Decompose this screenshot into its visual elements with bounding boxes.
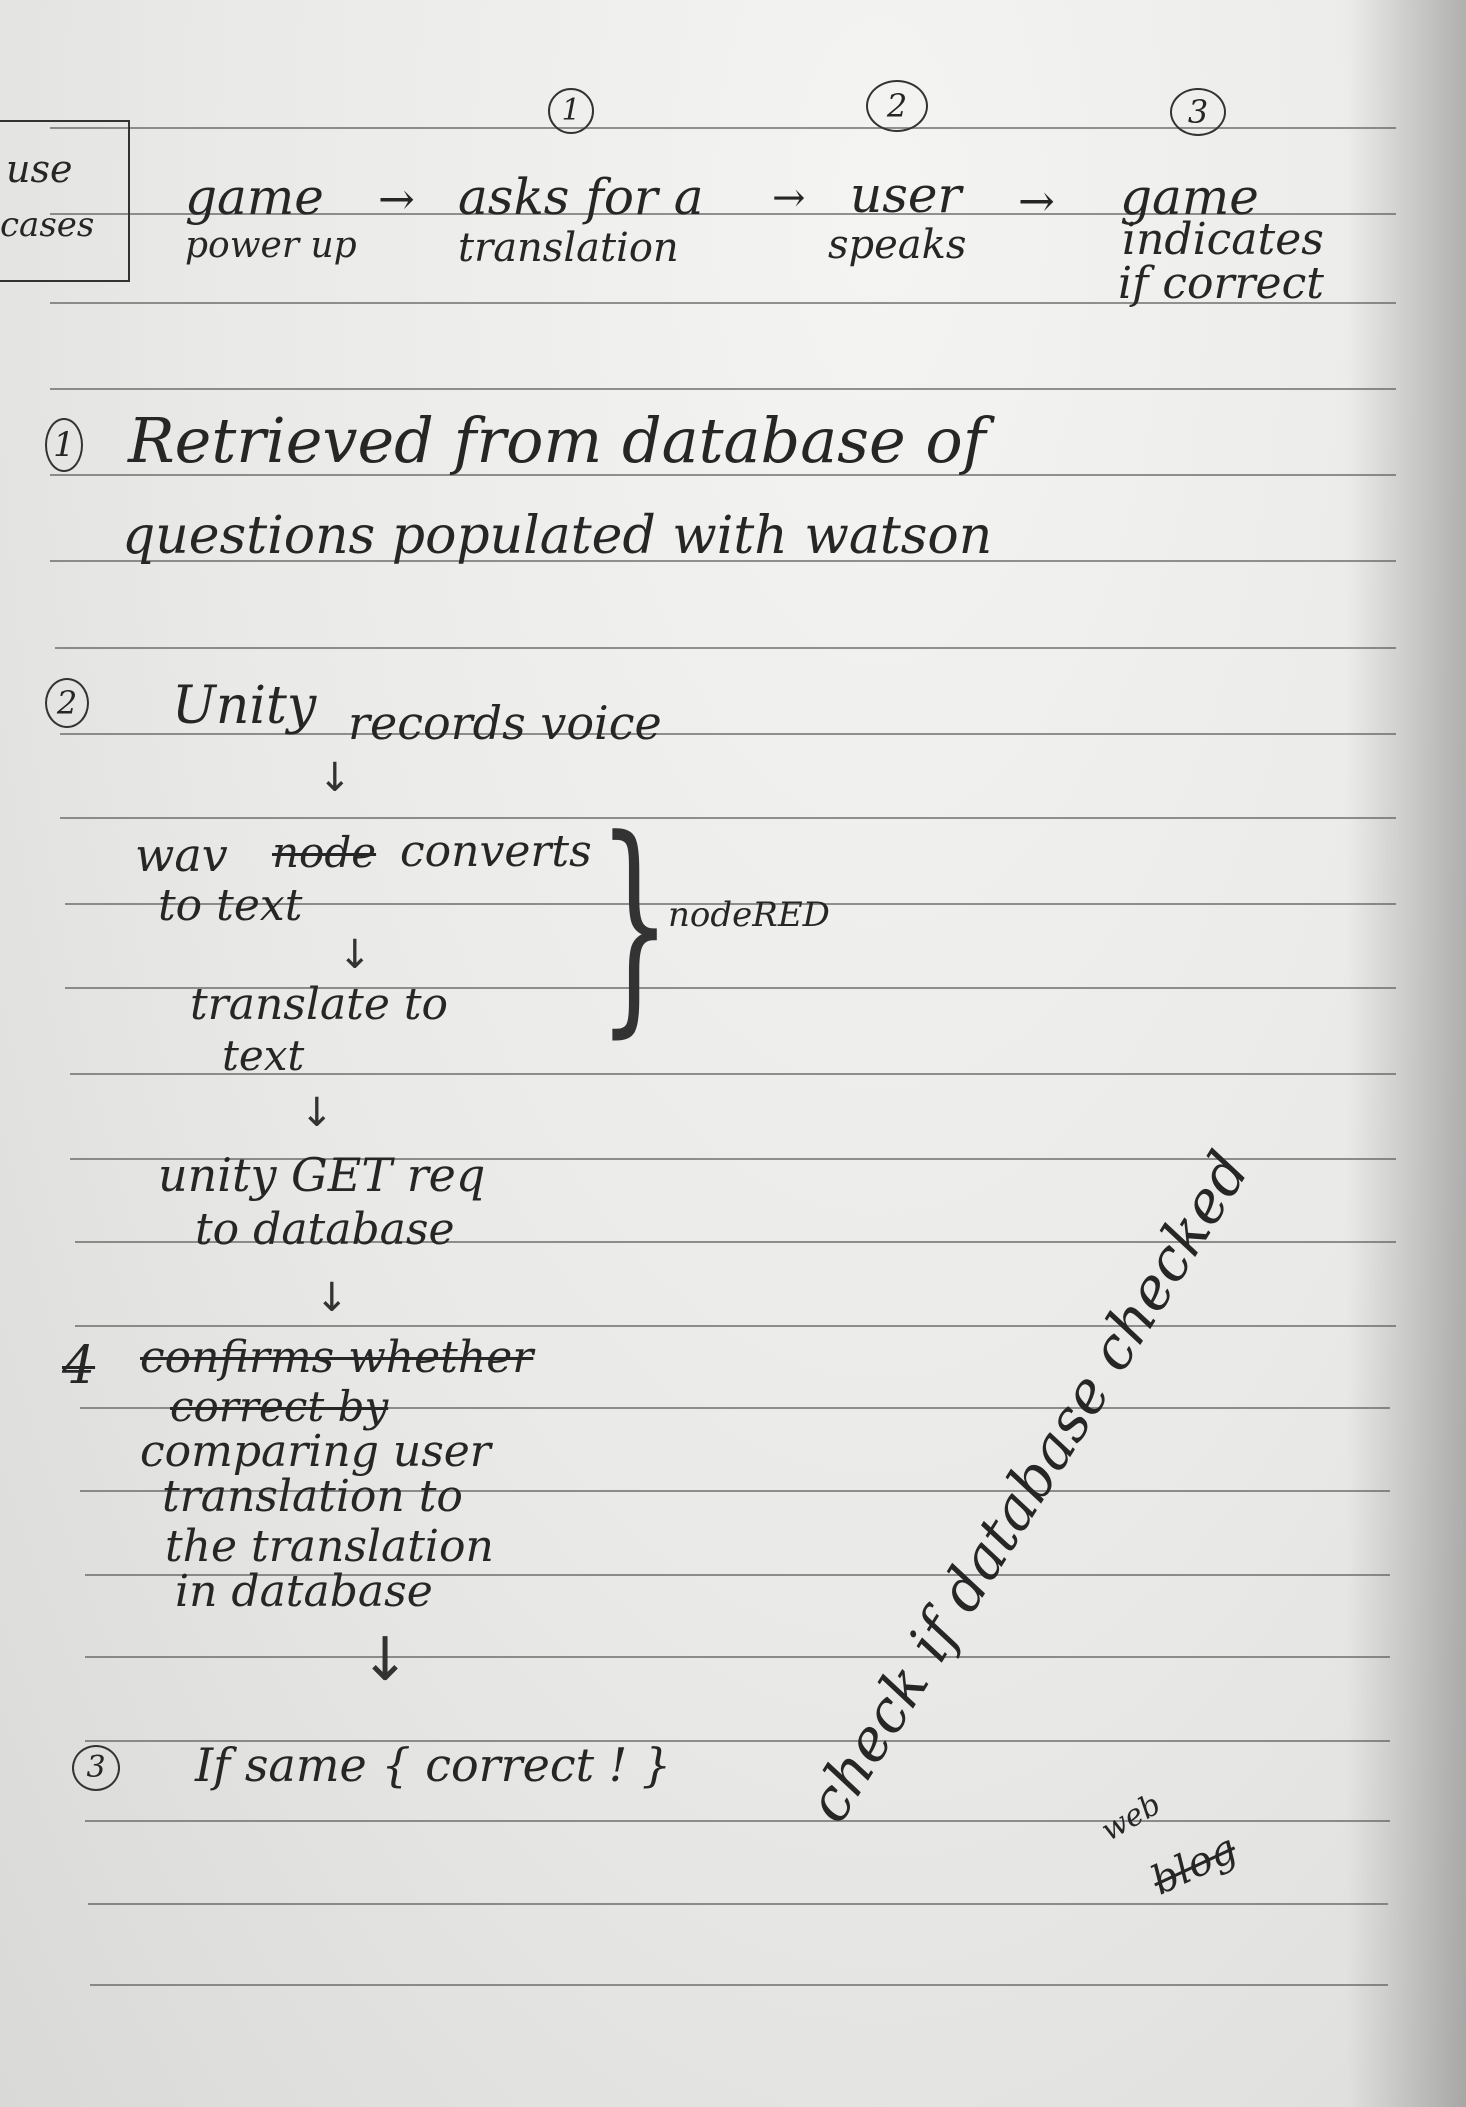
- note1-number: 1: [45, 418, 83, 472]
- flow-game-indicates-line2: indicates: [1122, 214, 1324, 265]
- note2-comp-line4: in database: [175, 1566, 433, 1617]
- down-arrow-2: ↓: [338, 932, 372, 978]
- ruled-line: [80, 1490, 1390, 1492]
- ruled-line: [50, 474, 1396, 476]
- note2-unity: Unity: [172, 676, 317, 736]
- note2-struck-line2: correct by: [170, 1382, 389, 1431]
- ruled-line: [50, 213, 1396, 215]
- use-cases-label-line2: cases: [0, 205, 95, 245]
- note2-translate-line2: text: [222, 1031, 305, 1080]
- ruled-line: [85, 1574, 1390, 1576]
- step-number-1: 1: [548, 88, 594, 134]
- step-number-2: 2: [866, 80, 928, 132]
- ruled-line: [50, 302, 1396, 304]
- flow-arrow-2: →: [772, 175, 806, 221]
- ruled-line: [50, 560, 1396, 562]
- note2-get-line2: to database: [195, 1204, 455, 1255]
- flow-game-indicates-line3: if correct: [1118, 258, 1324, 309]
- note2-comp-line2: translation to: [162, 1471, 463, 1522]
- note3-text: If same { correct ! }: [195, 1738, 672, 1792]
- ruled-line: [60, 733, 1396, 735]
- flow-game-power-up-line1: game: [185, 168, 324, 226]
- ruled-line: [85, 1820, 1390, 1822]
- ruled-line: [55, 647, 1396, 649]
- ruled-line: [65, 987, 1396, 989]
- down-arrow-4: ↓: [315, 1275, 349, 1321]
- flow-asks-translation-line1: asks for a: [458, 168, 704, 226]
- flow-game-power-up-line2: power up: [185, 225, 357, 266]
- ruled-line: [60, 817, 1396, 819]
- nodered-label: nodeRED: [668, 895, 830, 935]
- flow-user-speaks-line1: user: [850, 166, 962, 224]
- note1-line1: Retrieved from database of: [128, 404, 986, 477]
- ruled-line: [80, 1407, 1390, 1409]
- note2-comp-line3: the translation: [165, 1521, 494, 1572]
- flow-asks-translation-line2: translation: [458, 225, 679, 271]
- ruled-line: [75, 1325, 1396, 1327]
- corner-note-web: web: [1095, 1786, 1167, 1849]
- nodered-brace: }: [598, 791, 672, 1058]
- diagonal-note: check if database checked: [793, 1140, 1263, 1834]
- ruled-line: [50, 388, 1396, 390]
- use-cases-bracket: [0, 120, 130, 282]
- note2-wav-b: converts: [400, 826, 592, 877]
- note2-records-voice: records voice: [348, 696, 662, 750]
- note2-wav-a: wav: [135, 828, 228, 882]
- note2-comp-line1: comparing user: [140, 1426, 491, 1477]
- ruled-line: [85, 1656, 1390, 1658]
- note2-number: 2: [45, 678, 89, 728]
- step-number-3: 3: [1170, 88, 1226, 136]
- down-arrow-1: ↓: [318, 755, 352, 801]
- ruled-line: [88, 1903, 1388, 1905]
- ruled-line: [50, 127, 1396, 129]
- flow-arrow-1: →: [378, 174, 415, 225]
- flow-arrow-3: →: [1018, 176, 1055, 227]
- page-edge-shadow: [1346, 0, 1466, 2107]
- note2-crossed-number: 4: [62, 1336, 96, 1396]
- use-cases-label-line1: use: [6, 147, 73, 191]
- note2-struck-line1: confirms whether: [140, 1332, 534, 1383]
- note2-wav-line2: to text: [158, 880, 303, 931]
- note1-line2: questions populated with watson: [122, 506, 993, 566]
- flow-game-indicates-line1: game: [1120, 168, 1259, 226]
- note2-translate-line1: translate to: [190, 979, 449, 1030]
- note2-get-line1: unity GET req: [158, 1148, 486, 1202]
- ruled-line: [85, 1740, 1390, 1742]
- ruled-line: [70, 1073, 1396, 1075]
- down-arrow-5: ↓: [360, 1625, 411, 1695]
- down-arrow-3: ↓: [300, 1090, 334, 1136]
- note3-number: 3: [72, 1745, 120, 1791]
- ruled-line: [90, 1984, 1388, 1986]
- corner-note-blog: blog: [1144, 1825, 1244, 1905]
- flow-user-speaks-line2: speaks: [828, 222, 967, 268]
- ruled-line: [70, 1158, 1396, 1160]
- ruled-line: [65, 903, 1396, 905]
- note2-wav-struck: node: [272, 828, 377, 877]
- ruled-line: [75, 1241, 1396, 1243]
